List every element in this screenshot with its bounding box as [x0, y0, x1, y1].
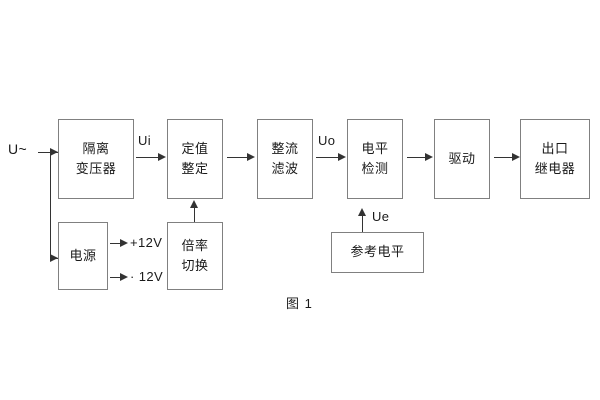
- block-output-relay-line1: 出口: [541, 140, 569, 156]
- rail-positive-arrowhead: [120, 239, 128, 247]
- setting-to-rectify-line: [227, 157, 248, 158]
- block-level-detect: 电平 检测: [347, 119, 403, 199]
- block-isolation-transformer-line2: 变压器: [75, 161, 117, 176]
- block-output-relay-line2: 继电器: [534, 161, 576, 176]
- drive-to-relay-line: [494, 157, 513, 158]
- rail-negative-line: [110, 277, 122, 278]
- block-level-detect-line2: 检测: [361, 161, 389, 176]
- block-setting-value-line2: 整定: [181, 161, 209, 176]
- block-multiplier-switch-line2: 切换: [181, 258, 209, 273]
- setting-to-rectify-arrowhead: [247, 153, 255, 161]
- block-setting-value-line1: 定值: [181, 140, 209, 156]
- rail-negative-label: · 12V: [130, 269, 164, 284]
- input-to-power-arrowhead: [50, 254, 58, 262]
- signal-label-ue: Ue: [372, 209, 390, 224]
- block-multiplier-switch-line1: 倍率: [181, 237, 209, 253]
- block-rectify-filter: 整流 滤波: [257, 119, 313, 199]
- figure-caption: 图 1: [286, 296, 313, 311]
- rail-positive-line: [110, 243, 122, 244]
- rectify-to-level-line: [316, 157, 339, 158]
- block-drive-line1: 驱动: [448, 150, 476, 166]
- block-reference-level: 参考电平: [331, 232, 424, 273]
- block-drive: 驱动: [434, 119, 490, 199]
- block-isolation-transformer: 隔离 变压器: [58, 119, 134, 199]
- signal-label-ui: Ui: [138, 133, 152, 148]
- multiplier-to-setting-line: [194, 207, 195, 222]
- block-rectify-filter-line2: 滤波: [271, 161, 299, 176]
- block-output-relay: 出口 继电器: [520, 119, 590, 199]
- multiplier-to-setting-arrowhead: [190, 200, 198, 208]
- block-rectify-filter-line1: 整流: [271, 140, 299, 156]
- rectify-to-level-arrowhead: [338, 153, 346, 161]
- block-setting-value: 定值 整定: [167, 119, 223, 199]
- block-power-supply-line1: 电源: [69, 247, 97, 263]
- signal-label-uo: Uo: [318, 133, 336, 148]
- block-power-supply: 电源: [58, 222, 108, 290]
- rail-negative-arrowhead: [120, 273, 128, 281]
- input-to-transformer-arrowhead: [50, 148, 58, 156]
- drive-to-relay-arrowhead: [512, 153, 520, 161]
- block-level-detect-line1: 电平: [361, 140, 389, 156]
- block-multiplier-switch: 倍率 切换: [167, 222, 223, 290]
- level-to-drive-line: [407, 157, 426, 158]
- reference-to-level-line: [362, 215, 363, 232]
- reference-to-level-arrowhead: [358, 208, 366, 216]
- input-stub-line: [38, 152, 50, 153]
- block-isolation-transformer-line1: 隔离: [82, 140, 110, 156]
- level-to-drive-arrowhead: [425, 153, 433, 161]
- rail-positive-label: +12V: [130, 235, 163, 250]
- input-label-u-ac: U~: [8, 141, 28, 157]
- transformer-to-setting-arrowhead: [158, 153, 166, 161]
- transformer-to-setting-line: [136, 157, 159, 158]
- block-reference-level-line1: 参考电平: [350, 244, 405, 260]
- input-split-vertical-line: [50, 152, 51, 258]
